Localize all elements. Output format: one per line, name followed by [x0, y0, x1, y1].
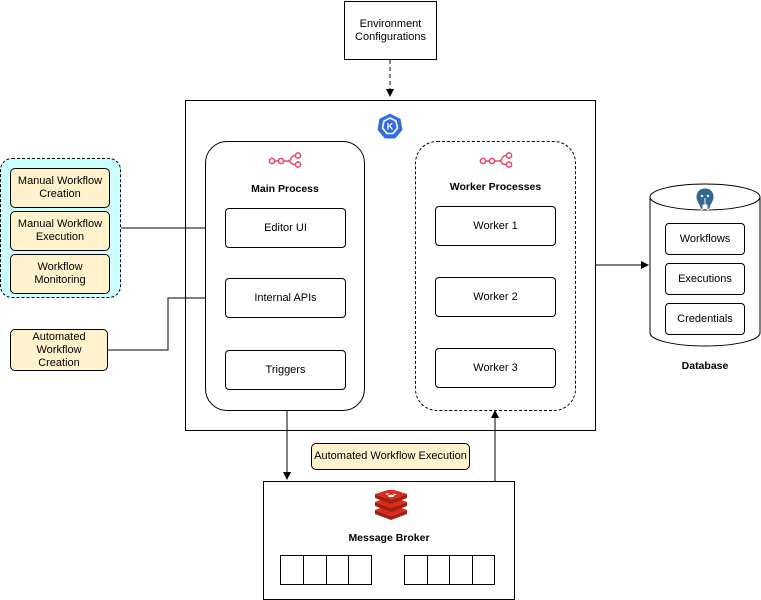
redis-icon	[373, 489, 409, 522]
executions-table: Executions	[665, 263, 745, 295]
workflow-monitoring: Workflow Monitoring	[10, 254, 110, 294]
env-config-line2: Configurations	[355, 30, 426, 43]
queue-right	[404, 555, 495, 585]
manual-workflow-creation: Manual Workflow Creation	[10, 168, 110, 208]
queue-cell	[426, 555, 449, 585]
queue-cell	[325, 555, 349, 585]
environment-configurations-box: Environment Configurations	[344, 1, 437, 60]
n8n-icon	[268, 152, 302, 168]
queue-cell	[302, 555, 326, 585]
manual-execution-line1: Manual Workflow	[17, 218, 103, 230]
automated-creation-line2: Creation	[38, 356, 80, 369]
automated-workflow-creation: Automated Workflow Creation	[10, 329, 108, 371]
worker-processes-title: Worker Processes	[449, 181, 542, 193]
queue-cell	[280, 555, 303, 585]
internal-apis-label: Internal APIs	[254, 291, 317, 304]
queue-cell	[471, 555, 495, 585]
automated-workflow-execution: Automated Workflow Execution	[311, 443, 470, 470]
automated-creation-line1: Automated Workflow	[32, 330, 86, 356]
worker-1-label: Worker 1	[473, 219, 518, 232]
automated-to-apis-arrow	[108, 294, 225, 351]
automated-execution-label: Automated Workflow Execution	[314, 450, 467, 462]
env-config-line1: Environment	[359, 17, 422, 30]
queue-left	[280, 555, 372, 585]
queue-cell	[449, 555, 472, 585]
manual-creation-line1: Manual Workflow	[17, 175, 103, 187]
triggers-box: Triggers	[225, 350, 346, 390]
worker-3-label: Worker 3	[473, 361, 518, 374]
workflow-monitoring-label: Workflow Monitoring	[34, 261, 86, 286]
queue-cell	[348, 555, 372, 585]
credentials-label: Credentials	[677, 312, 733, 325]
database-title: Database	[681, 360, 729, 372]
main-process-title: Main Process	[251, 183, 319, 195]
kubernetes-cluster	[185, 100, 596, 431]
manual-workflow-execution: Manual Workflow Execution	[10, 211, 110, 251]
workflows-table: Workflows	[665, 223, 745, 255]
manual-execution-line2: Execution	[35, 231, 85, 243]
triggers-label: Triggers	[265, 363, 306, 376]
n8n-icon	[479, 152, 513, 168]
editor-ui-box: Editor UI	[225, 208, 346, 248]
manual-creation-line2: Creation	[39, 188, 81, 200]
kubernetes-icon: K	[376, 112, 404, 140]
svg-text:K: K	[387, 122, 394, 132]
queue-cell	[404, 555, 427, 585]
editor-ui-label: Editor UI	[264, 221, 307, 234]
credentials-table: Credentials	[665, 303, 745, 335]
workflows-label: Workflows	[679, 232, 731, 245]
worker-2-box: Worker 2	[435, 277, 556, 317]
internal-apis-box: Internal APIs	[225, 278, 346, 318]
message-broker-title: Message Broker	[348, 532, 430, 544]
worker-3-box: Worker 3	[435, 348, 556, 388]
executions-label: Executions	[678, 272, 732, 285]
worker-2-label: Worker 2	[473, 290, 518, 303]
worker-1-box: Worker 1	[435, 206, 556, 246]
postgresql-icon	[692, 186, 718, 212]
